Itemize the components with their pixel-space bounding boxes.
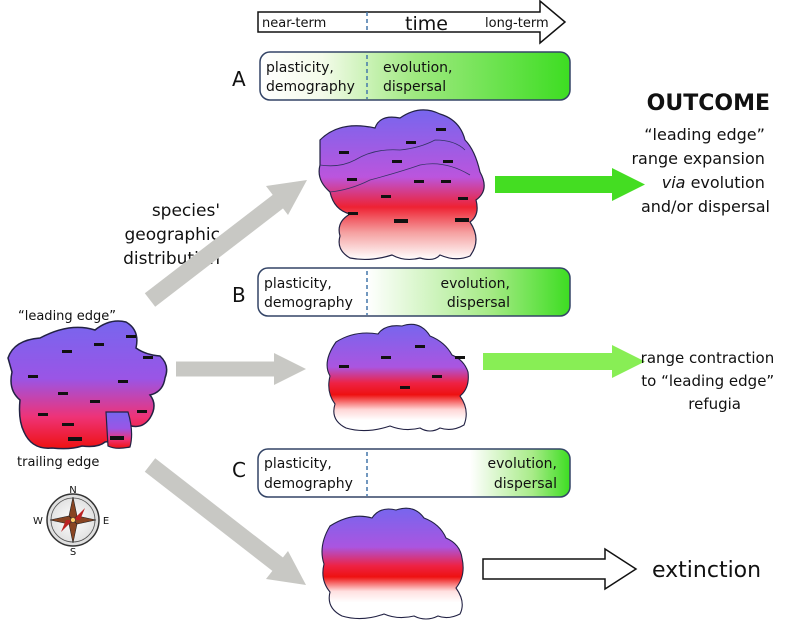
time-long-label: long-term <box>485 16 549 31</box>
scenario-letter-c: C <box>232 458 246 482</box>
outcome-arrow-b <box>483 345 645 378</box>
compass-w: W <box>33 516 43 527</box>
outcome-b-line-2: to “leading edge” <box>641 372 774 390</box>
outcome-a-line-2: range expansion <box>631 149 764 168</box>
outcome-a-line-1: “leading edge” <box>644 125 765 144</box>
range-c <box>321 507 464 620</box>
time-near-label: near-term <box>262 16 326 31</box>
bar-a-right-line-1: evolution, <box>383 60 453 76</box>
gray-arrow-to-c <box>144 458 306 585</box>
bar-c-right-line-1: evolution, <box>488 456 558 472</box>
bar-b-right-line-2: dispersal <box>447 295 510 311</box>
range-a <box>318 109 485 261</box>
gray-arrow-to-b <box>176 353 306 385</box>
individual-markers-initial <box>28 335 153 441</box>
range-b <box>326 323 469 432</box>
bar-c-left-line-2: demography <box>264 476 353 492</box>
outcome-a-line-2-text: range expansion <box>631 149 764 168</box>
outcome-b-line-1: range contraction <box>641 349 775 367</box>
outcome-a-line-1-text: “leading edge” <box>644 125 765 144</box>
left-title-line-1: species' <box>152 201 220 221</box>
outcome-c-text: extinction <box>652 558 761 583</box>
outcome-c-line-1: extinction <box>652 558 761 583</box>
left-title: species' geographic distribution <box>123 201 220 269</box>
individual-markers-a <box>339 128 469 223</box>
outcome-a-text: “leading edge” range expansion via evolu… <box>631 125 770 216</box>
process-bar-b: B plasticity, demography evolution, disp… <box>232 267 571 317</box>
time-label: time <box>405 13 448 35</box>
bar-b-left-line-2: demography <box>264 295 353 311</box>
outcome-header: OUTCOME <box>647 91 770 116</box>
bar-a-right-line-2: dispersal <box>383 79 446 95</box>
bar-c-left-line-1: plasticity, <box>264 456 332 472</box>
range-initial <box>7 320 168 450</box>
outcome-a-line-4-text: and/or dispersal <box>641 197 770 216</box>
time-arrow: near-term time long-term <box>257 0 567 45</box>
bar-c-right-line-2: dispersal <box>494 476 557 492</box>
outcome-a-line-3-italic: via <box>662 173 686 192</box>
process-bar-c: C plasticity, demography evolution, disp… <box>232 448 571 498</box>
bar-a-left-line-1: plasticity, <box>266 60 334 76</box>
gray-arrow-to-a <box>144 180 307 307</box>
left-title-line-2: geographic <box>125 225 220 245</box>
outcome-b-text: range contraction to “leading edge” refu… <box>641 349 779 413</box>
scenario-letter-b: B <box>232 283 246 307</box>
outcome-arrow-c <box>482 547 638 591</box>
individual-markers-b <box>339 345 465 389</box>
outcome-a-line-3: via evolution <box>662 173 765 192</box>
compass-e: E <box>103 516 109 527</box>
compass-icon: N S E W <box>33 485 109 558</box>
outcome-arrow-a <box>495 168 645 201</box>
process-bar-a: A plasticity, demography evolution, disp… <box>232 51 571 101</box>
outcome-a-line-4: and/or dispersal <box>641 197 770 216</box>
bar-b-right-line-1: evolution, <box>441 276 511 292</box>
scenario-letter-a: A <box>232 67 246 91</box>
outcome-a-line-3-text: evolution <box>685 173 764 192</box>
compass-n: N <box>69 485 76 496</box>
bar-a-left-line-2: demography <box>266 79 355 95</box>
outcome-b-line-3: refugia <box>688 395 741 413</box>
compass-s: S <box>70 547 76 558</box>
bar-b-left-line-1: plasticity, <box>264 276 332 292</box>
trailing-edge-label: trailing edge <box>17 455 99 470</box>
leading-edge-label: “leading edge” <box>18 309 116 324</box>
